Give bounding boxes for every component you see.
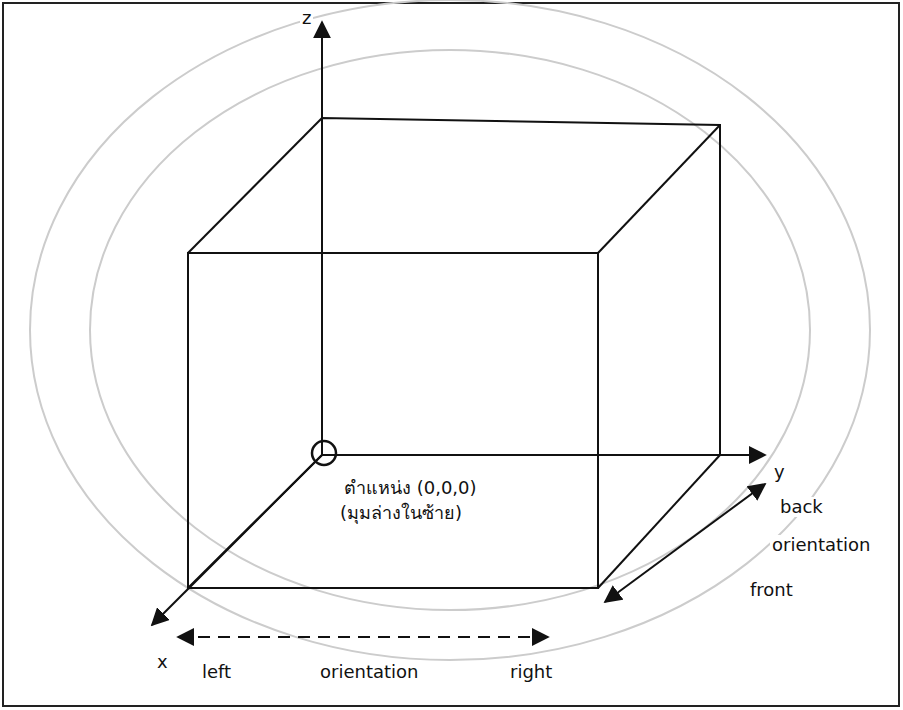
orientation-label: left	[200, 662, 233, 682]
axis-label: z	[300, 8, 313, 28]
orientation-label: orientation	[318, 662, 420, 682]
origin-label: ตำแหน่ง (0,0,0)	[342, 478, 479, 498]
orientation-label: orientation	[770, 535, 872, 555]
left-right-arrow	[178, 636, 548, 638]
origin-label: (มุมล่างในซ้าย)	[338, 503, 464, 523]
orientation-label: right	[508, 662, 554, 682]
axes	[152, 22, 765, 625]
cube-edges	[188, 118, 720, 588]
axis-label: y	[772, 462, 787, 482]
watermark-seal	[30, 0, 870, 660]
front-back-arrow	[605, 484, 765, 602]
axis-label: x	[155, 652, 170, 672]
orientation-label: back	[778, 497, 825, 517]
orientation-label: front	[748, 580, 795, 600]
origin-circle	[312, 441, 336, 465]
